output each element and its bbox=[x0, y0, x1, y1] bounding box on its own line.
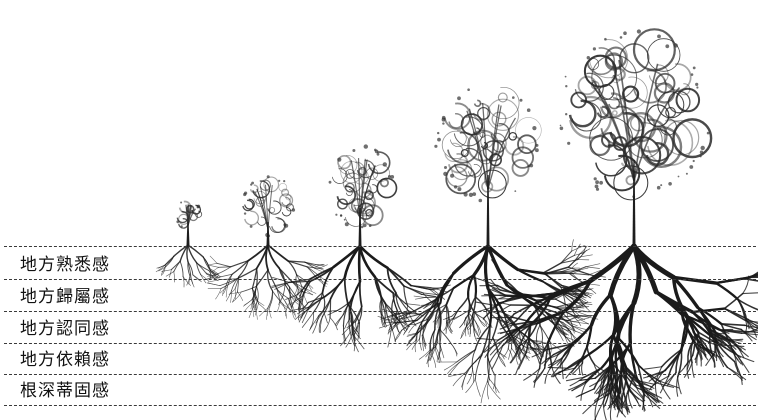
tree-stage-2 bbox=[205, 175, 328, 319]
level-line-6 bbox=[4, 405, 756, 406]
level-label-dependence: 地方依賴感 bbox=[20, 350, 110, 370]
level-line-2 bbox=[4, 279, 756, 280]
level-label-familiarity: 地方熟悉感 bbox=[20, 255, 110, 275]
level-line-4 bbox=[4, 343, 756, 344]
level-label-identity: 地方認同感 bbox=[20, 319, 110, 339]
level-label-rootedness: 根深蒂固感 bbox=[20, 381, 110, 401]
level-line-3 bbox=[4, 311, 756, 312]
level-line-1 bbox=[4, 246, 756, 247]
tree-stage-1 bbox=[156, 202, 221, 288]
level-label-belonging: 地方歸屬感 bbox=[20, 287, 110, 307]
level-line-5 bbox=[4, 374, 756, 375]
tree-stage-5 bbox=[475, 29, 758, 420]
